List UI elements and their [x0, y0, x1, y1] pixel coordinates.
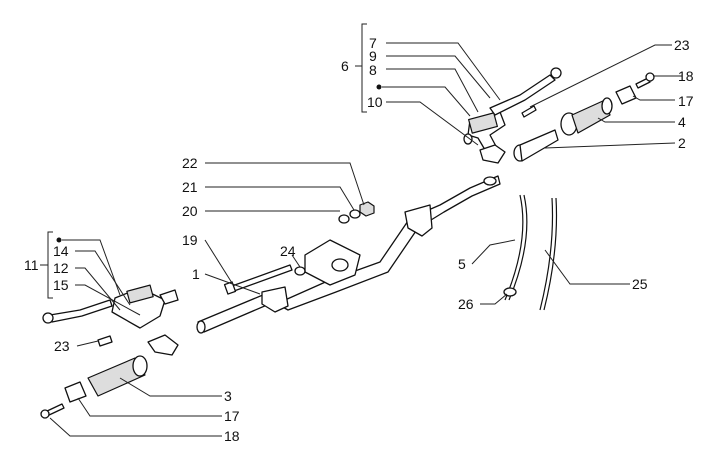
callout-21: 21	[182, 179, 198, 195]
callout-17: 17	[678, 93, 694, 109]
callout-1: 1	[192, 266, 200, 282]
callout-10: 10	[367, 94, 383, 110]
washer-nut-parts	[294, 201, 375, 276]
callout-14: 14	[53, 243, 69, 259]
group-bracket-6	[361, 23, 367, 113]
callout-6: 6	[341, 58, 349, 74]
callout-8: 8	[369, 62, 377, 78]
callout-4: 4	[678, 114, 686, 130]
bolt-part	[223, 264, 293, 295]
callout-26: 26	[458, 296, 474, 312]
callout-19: 19	[182, 232, 198, 248]
callout-5: 5	[458, 256, 466, 272]
cable-parts	[503, 194, 558, 311]
callout-18: 18	[678, 68, 694, 84]
callout-24: 24	[280, 243, 296, 259]
right-brake-assembly	[463, 67, 562, 164]
callout-22: 22	[182, 155, 198, 171]
callout-23-left: 23	[54, 338, 70, 354]
bullet-marker	[376, 84, 382, 90]
callout-18-left: 18	[224, 428, 240, 444]
callout-12: 12	[53, 260, 69, 276]
callout-9: 9	[369, 48, 377, 64]
callout-25: 25	[632, 276, 648, 292]
callout-20: 20	[182, 203, 198, 219]
callout-3: 3	[224, 388, 232, 404]
handlebar-part	[196, 175, 501, 334]
leader-lines	[40, 42, 682, 437]
callout-17-left: 17	[224, 408, 240, 424]
bullet-marker	[56, 237, 62, 243]
callout-23: 23	[674, 37, 690, 53]
callout-2: 2	[678, 135, 686, 151]
callout-11: 11	[24, 257, 39, 273]
callout-15: 15	[53, 277, 69, 293]
callout-7: 7	[369, 35, 377, 51]
left-grip-assembly	[40, 355, 148, 419]
